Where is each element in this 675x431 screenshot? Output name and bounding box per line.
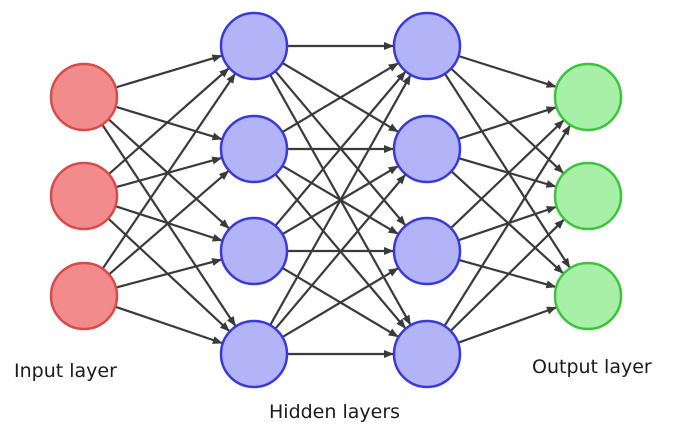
hidden2-neuron-4 — [392, 319, 462, 389]
connection-input-3-to-hidden1-1 — [101, 73, 236, 270]
connection-hidden1-3-to-hidden2-1 — [274, 71, 406, 227]
connection-input-1-to-hidden1-1 — [115, 54, 223, 89]
connection-input-2-to-hidden1-1 — [107, 67, 230, 176]
connection-input-1-to-hidden1-4 — [101, 123, 237, 327]
output-layer-label: Output layer — [532, 356, 652, 378]
connection-hidden2-2-to-output-1 — [458, 106, 557, 140]
connection-hidden1-4-to-hidden2-3 — [281, 267, 399, 339]
hidden1-neuron-3 — [219, 216, 289, 286]
output-neuron-2 — [553, 161, 623, 231]
connection-hidden2-4-to-output-3 — [457, 306, 557, 344]
connection-hidden2-1-to-output-1 — [458, 54, 557, 88]
hidden1-neuron-1 — [219, 11, 289, 81]
hidden2-neuron-3 — [392, 216, 462, 286]
hidden2-neuron-1 — [392, 11, 462, 81]
input-neuron-3 — [49, 261, 119, 331]
input-neuron-2 — [49, 161, 119, 231]
connection-hidden2-2-to-output-3 — [450, 170, 564, 274]
connection-hidden1-4-to-hidden2-2 — [274, 174, 406, 330]
connection-hidden1-2-to-hidden2-1 — [281, 62, 399, 134]
connection-hidden2-3-to-output-3 — [458, 258, 557, 289]
connection-hidden2-4-to-output-1 — [443, 124, 571, 327]
connection-hidden2-1-to-output-2 — [450, 67, 564, 174]
hidden1-neuron-4 — [219, 319, 289, 389]
hidden1-neuron-2 — [219, 114, 289, 184]
output-neuron-3 — [553, 261, 623, 331]
connection-input-3-to-hidden1-2 — [108, 170, 230, 276]
input-neuron-1 — [49, 62, 119, 132]
connection-hidden2-3-to-output-2 — [457, 205, 557, 242]
connection-hidden1-4-to-hidden2-1 — [269, 74, 412, 326]
connection-input-3-to-hidden1-3 — [115, 258, 223, 289]
connection-hidden2-3-to-output-1 — [450, 119, 565, 229]
output-neuron-1 — [553, 62, 623, 132]
neurons-group — [49, 11, 623, 389]
connection-hidden2-4-to-output-2 — [449, 219, 565, 332]
connections-group — [101, 42, 571, 358]
connection-input-3-to-hidden1-4 — [114, 305, 223, 345]
connection-hidden2-2-to-output-2 — [458, 157, 557, 188]
hidden2-neuron-2 — [392, 114, 462, 184]
connection-input-1-to-hidden1-2 — [115, 105, 223, 141]
hidden-layers-label: Hidden layers — [269, 401, 401, 423]
input-layer-label: Input layer — [14, 360, 117, 382]
